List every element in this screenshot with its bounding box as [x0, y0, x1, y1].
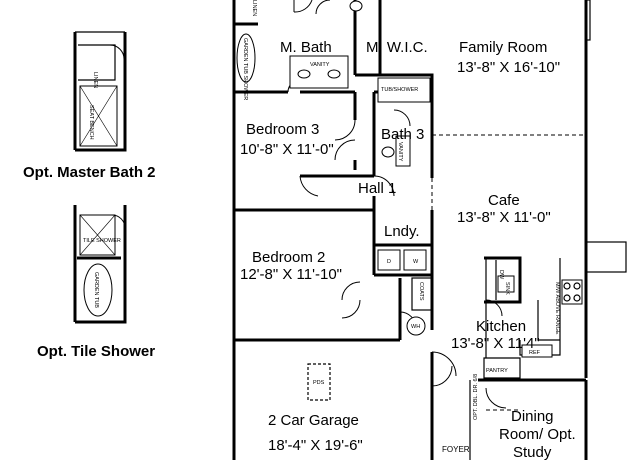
washer-label: W — [413, 259, 419, 265]
tub-shower-bath3 — [377, 77, 431, 103]
water-heater — [406, 316, 426, 336]
garden-tub-shower-label: GARDEN TUB SHOWER — [242, 38, 248, 100]
seat-bench-label: SEAT BENCH — [88, 105, 94, 140]
tub-shower-label: TUB/SHOWER — [381, 87, 418, 93]
label-foyer: FOYER — [442, 445, 470, 454]
label-dining: Dining — [511, 408, 554, 425]
label-garage-dim: 18'-4" X 19'-6" — [268, 437, 363, 454]
label-cafe-dim: 13'-8" X 11'-0" — [457, 209, 551, 226]
dw-label: DW — [498, 270, 504, 280]
label-laundry: Lndy. — [384, 223, 420, 240]
dryer-label: D — [387, 259, 391, 265]
label-bedroom-3: Bedroom 3 — [246, 121, 319, 138]
label-cafe: Cafe — [488, 192, 520, 209]
label-dining-2: Room/ Opt. — [499, 426, 576, 443]
label-bedroom-2-dim: 12'-8" X 11'-10" — [240, 266, 342, 283]
label-m-bath: M. Bath — [280, 39, 332, 56]
label-bedroom-3-dim: 10'-8" X 11'-0" — [240, 141, 334, 158]
linen-label-inset: LINEN — [92, 72, 98, 88]
tile-shower-label: TILE SHOWER — [83, 238, 121, 244]
sink-label: SINK — [504, 282, 510, 295]
label-hall-1: Hall 1 — [358, 180, 396, 197]
label-family-room: Family Room — [459, 39, 547, 56]
label-family-room-dim: 13'-8" X 16'-10" — [457, 59, 560, 76]
range — [561, 279, 583, 305]
pantry-label: PANTRY — [486, 368, 508, 374]
garden-tub-main — [236, 33, 256, 83]
label-kitchen: Kitchen — [476, 318, 526, 335]
garden-tub-inset — [83, 263, 113, 317]
washer — [403, 249, 427, 271]
pds-label: PDS — [313, 380, 325, 386]
vanity-label: VANITY — [310, 62, 330, 68]
refrigerator — [521, 344, 553, 358]
dryer — [377, 249, 401, 271]
wh-label: WH — [411, 324, 420, 330]
garden-tub-label: GARDEN TUB — [93, 272, 99, 308]
mw-above-range-label: M/W ABOVE RANGE — [554, 282, 560, 335]
coats-label: COATS — [418, 282, 424, 301]
label-kitchen-dim: 13'-8" X 11'4" — [451, 335, 540, 352]
vanity-bath3-label: VANITY — [397, 142, 403, 162]
label-garage: 2 Car Garage — [268, 412, 359, 429]
label-dining-3: Study — [513, 444, 552, 460]
label-m-wic: M. W.I.C. — [366, 39, 428, 56]
ref-label: REF — [529, 350, 541, 356]
fixtures: GARDEN TUB SHOWER LINEN VANITY TUB/SHOWE… — [236, 0, 583, 420]
label-bedroom-2: Bedroom 2 — [252, 249, 325, 266]
opt-dbl-door-label: OPT. DBL. DR. 6/8 — [473, 374, 479, 420]
caption-opt-master-bath-2: Opt. Master Bath 2 — [23, 164, 156, 181]
caption-opt-tile-shower: Opt. Tile Shower — [37, 343, 155, 360]
label-bath-3: Bath 3 — [381, 126, 424, 143]
linen-label: LINEN — [251, 0, 257, 16]
room-labels: M. Bath M. W.I.C. Family Room 13'-8" X 1… — [240, 39, 576, 460]
inset-opt-master-bath-2: LINEN SEAT BENCH — [73, 31, 127, 152]
inset-opt-tile-shower: TILE SHOWER GARDEN TUB — [73, 205, 127, 324]
